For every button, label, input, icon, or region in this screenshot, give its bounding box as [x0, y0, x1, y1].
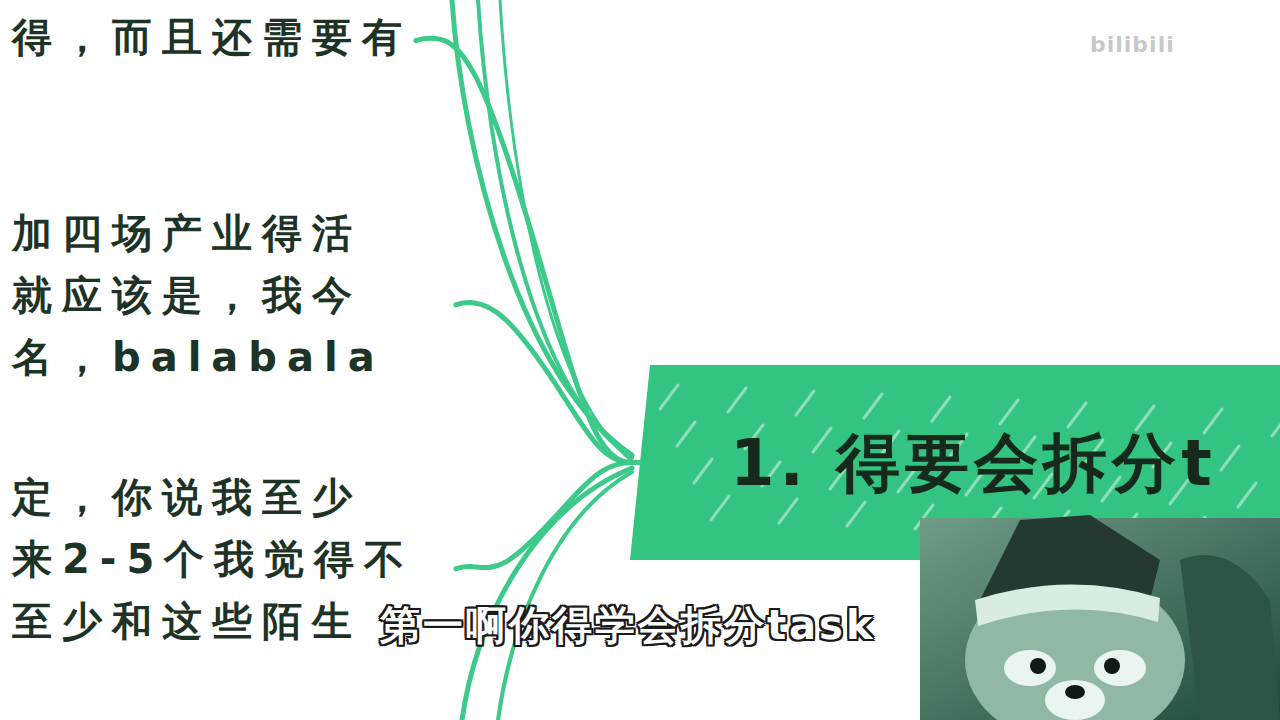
hatch-stroke	[1238, 483, 1256, 507]
panda-shadow	[1180, 555, 1280, 720]
subtitle-caption: 第一啊你得学会拆分task	[380, 598, 876, 653]
hatch-stroke	[1221, 446, 1239, 470]
panda-nose	[1065, 685, 1085, 699]
branch-connector	[456, 463, 640, 569]
branch-text: 得，而且还需要有	[12, 6, 412, 68]
watermark: bilibili	[1090, 32, 1175, 57]
face-patch	[1004, 650, 1056, 686]
branch-strand	[500, 0, 632, 461]
branch-note: 得，而且还需要有	[8, 2, 416, 72]
hatch-stroke	[1068, 403, 1086, 427]
branch-strand	[452, 0, 632, 455]
hatch-stroke	[864, 394, 882, 418]
hatch-stroke	[1187, 517, 1205, 541]
hatch-stroke	[1136, 406, 1154, 430]
branch-strand	[478, 0, 632, 458]
branch-connector	[416, 38, 640, 462]
branch-connector	[456, 303, 640, 463]
topic-banner: 1. 得要会拆分t	[630, 365, 1280, 560]
hatch-stroke	[711, 496, 729, 520]
panda-head	[965, 575, 1185, 720]
hatch-stroke	[677, 422, 695, 446]
hatch-stroke	[1119, 514, 1137, 538]
hatch-stroke	[983, 508, 1001, 532]
hatch-stroke	[1255, 520, 1273, 544]
hatch-stroke	[932, 397, 950, 421]
hatch-stroke	[1000, 400, 1018, 424]
branch-text: 加四场产业得活 就应该是，我今 名，balabala	[12, 202, 452, 388]
branch-note: 加四场产业得活 就应该是，我今 名，balabala	[8, 198, 456, 392]
hatch-stroke	[779, 499, 797, 523]
banner-hatching	[660, 385, 1280, 547]
hat-fur	[975, 584, 1160, 626]
panda-eye	[1104, 658, 1120, 674]
hatch-stroke	[694, 459, 712, 483]
hatch-stroke	[847, 502, 865, 526]
branch-strand	[462, 468, 632, 720]
hatch-stroke	[1272, 412, 1280, 436]
face-patch	[1094, 650, 1146, 686]
hatch-stroke	[1051, 511, 1069, 535]
panda-muzzle	[1045, 680, 1105, 720]
hatch-stroke	[915, 505, 933, 529]
hatch-stroke	[660, 385, 678, 409]
hatch-stroke	[796, 391, 814, 415]
hatch-stroke	[1204, 409, 1222, 433]
panda-eye	[1030, 658, 1046, 674]
topic-title: 1. 得要会拆分t	[730, 431, 1217, 495]
hatch-stroke	[728, 388, 746, 412]
banner-fill	[630, 365, 1280, 560]
